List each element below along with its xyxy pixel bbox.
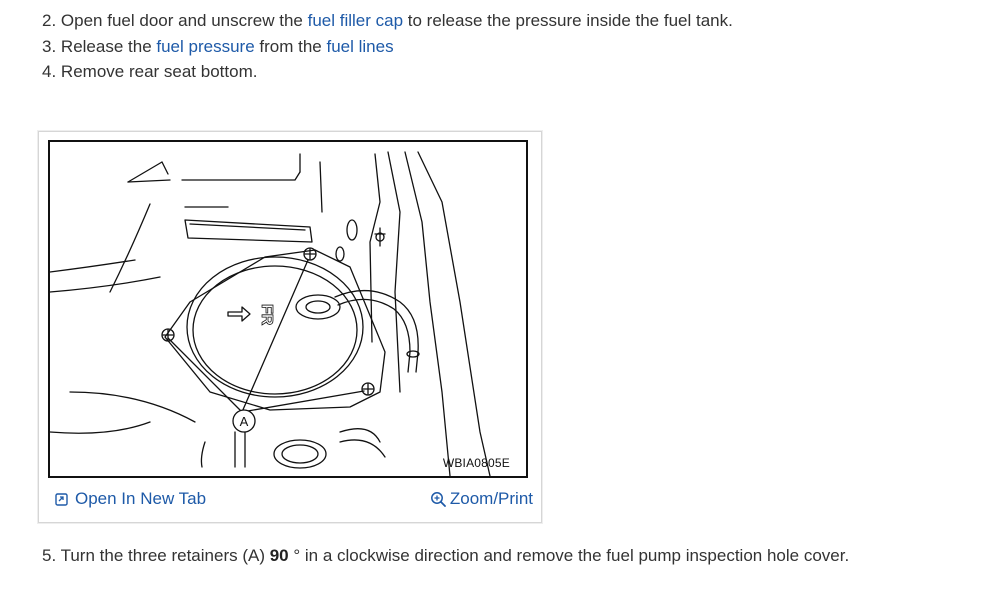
step-text: to release the pressure inside the fuel …	[403, 11, 733, 30]
instruction-steps: 2. Open fuel door and unscrew the fuel f…	[42, 8, 733, 85]
open-in-new-tab-link[interactable]: Open In New Tab	[55, 489, 206, 509]
step-number: 3.	[42, 36, 57, 56]
step-text: Remove rear seat bottom.	[60, 62, 258, 81]
callout-a-label: A	[240, 414, 249, 429]
zoom-in-icon	[430, 492, 446, 507]
fuel-lines-link[interactable]: fuel lines	[326, 36, 394, 56]
figure-card: A FR WBIA0805E Open In New Tab Zoom/Prin…	[38, 131, 542, 523]
figure-code: WBIA0805E	[442, 456, 510, 470]
fuel-filler-cap-link[interactable]: fuel filler cap	[307, 11, 404, 30]
zoom-print-link[interactable]: Zoom/Print	[430, 489, 533, 509]
step-4: 4. Remove rear seat bottom.	[42, 59, 733, 85]
fr-stamp-label: FR	[258, 304, 275, 326]
figure-actions: Open In New Tab Zoom/Print	[39, 486, 541, 514]
step-text: Open fuel door and unscrew the	[60, 11, 308, 30]
step-text: Release the	[60, 36, 157, 56]
step-5-angle: 90	[269, 546, 289, 565]
fuel-pump-cover-drawing: A FR	[50, 151, 491, 476]
zoom-print-label: Zoom/Print	[449, 489, 533, 508]
step-3: 3. Release the fuel pressure from the fu…	[42, 34, 733, 60]
step-number: 4.	[42, 62, 57, 81]
step-5-prefix: 5. Turn the three retainers (A)	[42, 546, 270, 565]
step-text: from the	[254, 36, 327, 56]
fuel-pressure-link[interactable]: fuel pressure	[156, 36, 255, 56]
step-number: 2.	[42, 11, 57, 30]
figure-illustration[interactable]: A FR WBIA0805E	[48, 140, 528, 478]
step-5-suffix: ° in a clockwise direction and remove th…	[288, 546, 850, 565]
open-in-new-tab-label: Open In New Tab	[75, 489, 207, 508]
open-in-new-tab-icon	[55, 493, 68, 506]
step-2: 2. Open fuel door and unscrew the fuel f…	[42, 8, 733, 34]
step-5: 5. Turn the three retainers (A) 90 ° in …	[42, 543, 849, 568]
